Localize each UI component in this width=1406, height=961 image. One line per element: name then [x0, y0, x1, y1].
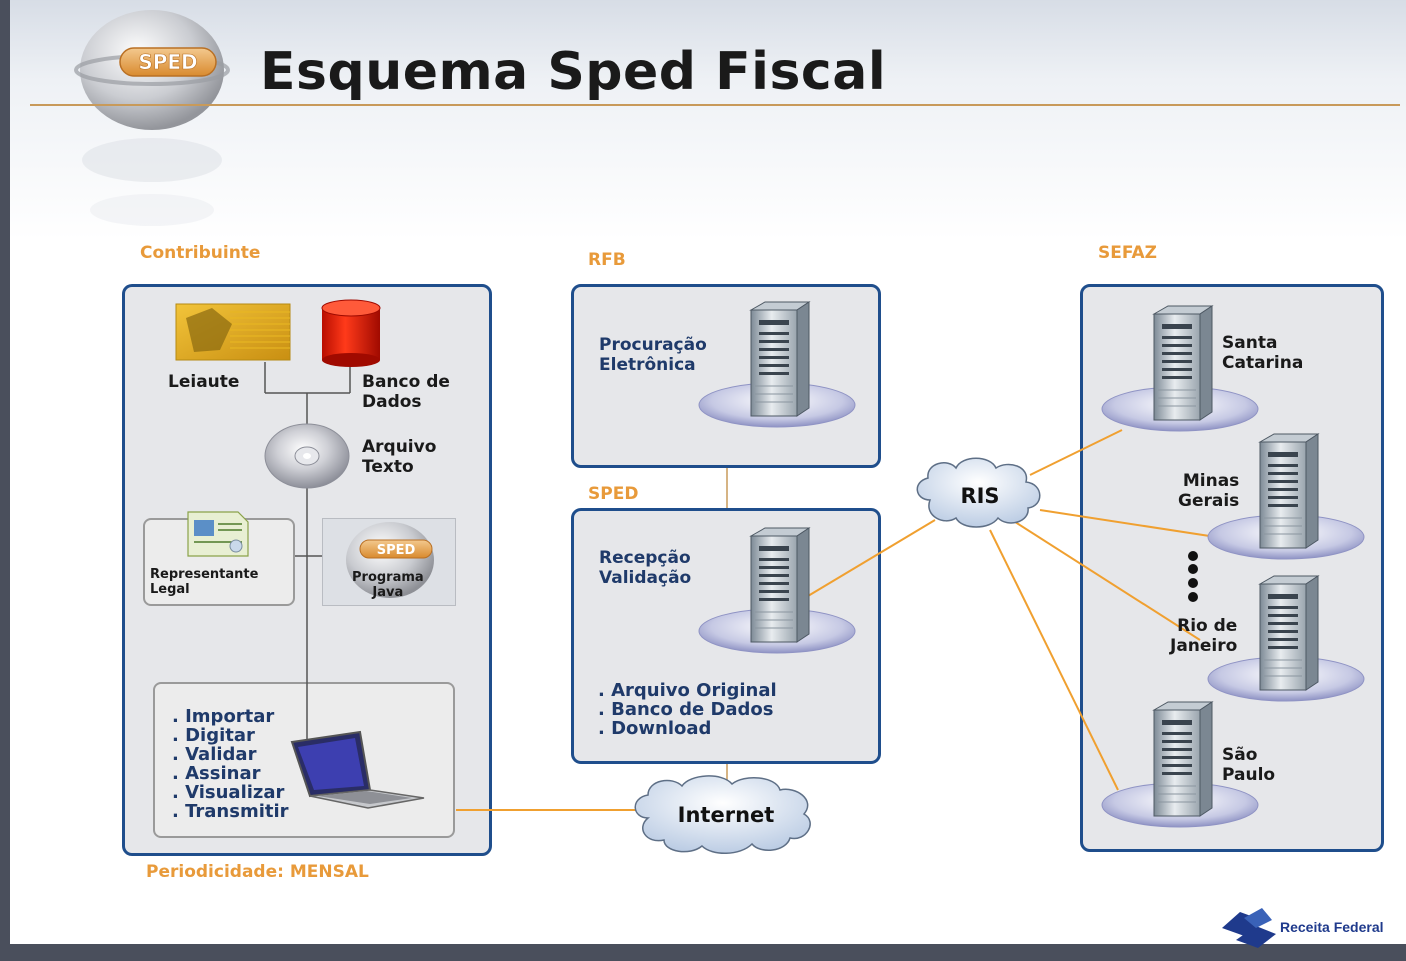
list-item: . Banco de Dados	[598, 699, 774, 720]
arquivo-texto-label: Arquivo Texto	[362, 437, 437, 477]
procuracao-label: Procuração Eletrônica	[599, 335, 707, 375]
list-item: . Download	[598, 718, 712, 739]
cd-icon	[264, 423, 350, 489]
document-signature-icon	[187, 511, 249, 557]
list-item: . Assinar	[172, 763, 261, 784]
list-item: . Transmitir	[172, 801, 289, 822]
logo-text: SPED	[138, 50, 197, 74]
frame-left	[0, 0, 10, 961]
state-santa-catarina: Santa Catarina	[1222, 333, 1304, 373]
heading-rfb: RFB	[588, 250, 626, 270]
list-item: . Visualizar	[172, 782, 285, 803]
rfb-server-icon	[698, 301, 856, 428]
database-icon	[321, 299, 381, 367]
programa-logo-text: SPED	[377, 543, 416, 558]
rfb-panel	[571, 284, 881, 468]
sefaz-panel	[1080, 284, 1384, 852]
network-connectors	[456, 429, 1217, 811]
receita-federal-logo-icon: Receita Federal	[1222, 908, 1384, 948]
state-rio-de-janeiro: Rio de Janeiro	[1170, 616, 1238, 656]
internet-cloud-icon: Internet	[634, 775, 811, 854]
list-item: . Validar	[172, 744, 257, 765]
periodicidade-label: Periodicidade: MENSAL	[146, 862, 369, 882]
banco-de-dados-label: Banco de Dados	[362, 372, 450, 412]
sped-server-icon	[698, 527, 856, 654]
receita-federal-label: Receita Federal	[1280, 919, 1384, 935]
title-rule	[30, 104, 1400, 106]
list-item: . Digitar	[172, 725, 255, 746]
heading-sped: SPED	[588, 484, 639, 504]
leiaute-icon	[175, 303, 291, 361]
laptop-icon	[290, 730, 425, 809]
leiaute-label: Leiaute	[168, 372, 240, 392]
heading-contribuinte: Contribuinte	[140, 243, 261, 263]
programa-java-icon: SPED	[346, 522, 434, 598]
list-item: . Importar	[172, 706, 275, 727]
programa-java-label: Programa Java	[352, 570, 424, 600]
ris-cloud-icon: RIS	[916, 457, 1041, 528]
internet-label: Internet	[678, 803, 775, 827]
frame-bottom	[0, 944, 1406, 961]
page-title: Esquema Sped Fiscal	[260, 42, 887, 102]
state-sao-paulo: São Paulo	[1222, 745, 1276, 785]
frame-corner	[10, 930, 40, 944]
representante-legal-label: Representante Legal	[150, 567, 259, 597]
sped-items-list: . Arquivo Original . Banco de Dados . Do…	[598, 681, 777, 738]
more-states-dots	[1188, 551, 1198, 602]
ris-label: RIS	[960, 484, 999, 508]
actions-list: . Importar . Digitar . Validar . Assinar…	[172, 707, 289, 821]
state-minas-gerais: Minas Gerais	[1178, 471, 1240, 511]
heading-sefaz: SEFAZ	[1098, 243, 1158, 263]
list-item: . Arquivo Original	[598, 680, 777, 701]
recepcao-label: Recepção Validação	[599, 548, 692, 588]
sped-logo-icon: SPED	[74, 10, 230, 226]
contribuinte-connectors	[264, 362, 351, 740]
